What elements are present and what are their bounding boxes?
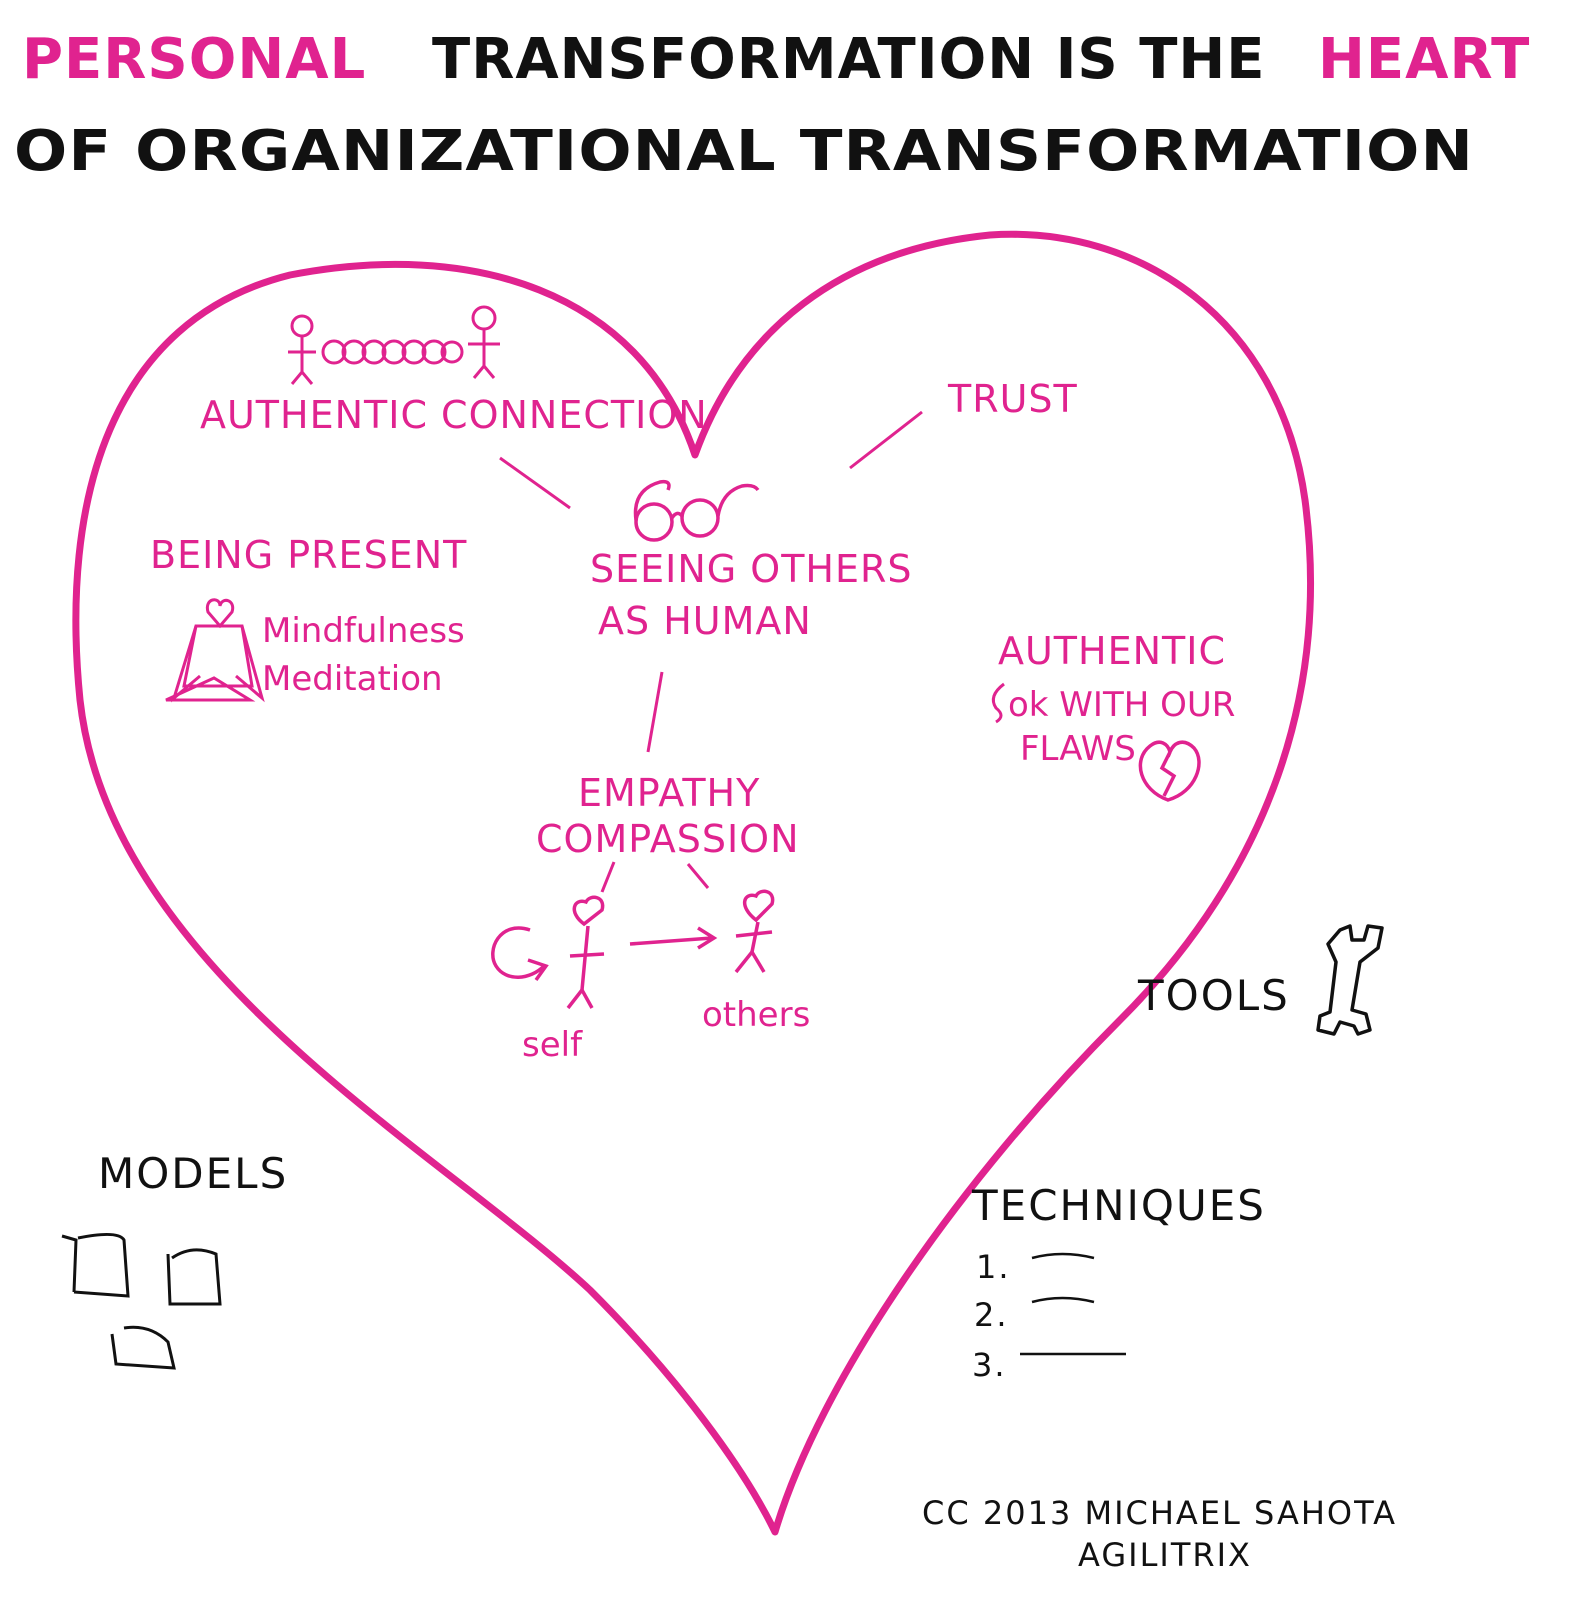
- title-personal: PERSONAL: [22, 27, 366, 92]
- glasses-icon: [633, 479, 760, 542]
- technique-item-2: 2.: [974, 1296, 1009, 1334]
- title-line2: OF ORGANIZATIONAL TRANSFORMATION: [14, 119, 1474, 184]
- others-label: others: [702, 995, 810, 1035]
- models-label: MODELS: [98, 1149, 288, 1198]
- authentic-label: AUTHENTIC: [998, 629, 1226, 673]
- empathy-label: EMPATHY: [578, 771, 760, 815]
- self-loop-arrow: [491, 926, 549, 982]
- credit-line1: CC 2013 MICHAEL SAHOTA: [922, 1494, 1397, 1532]
- ok-with-our-label: ok WITH OUR: [1008, 685, 1235, 725]
- being-present-label: BEING PRESENT: [150, 533, 467, 577]
- seeing-others-label: SEEING OTHERS: [590, 547, 913, 591]
- technique-item-1: 1.: [976, 1248, 1011, 1286]
- self-label: self: [522, 1025, 583, 1065]
- meditation-label: Meditation: [262, 659, 443, 699]
- wrench-icon: [1316, 924, 1384, 1036]
- authentic-connection-label: AUTHENTIC CONNECTION: [200, 393, 708, 437]
- meditating-person-icon: [165, 598, 265, 703]
- model-box-icon: [61, 1233, 222, 1370]
- flaws-label: FLAWS: [1020, 729, 1136, 769]
- mindfulness-label: Mindfulness: [262, 611, 465, 651]
- as-human-label: AS HUMAN: [598, 599, 812, 643]
- others-person-icon: [734, 889, 775, 974]
- couple-connection-icon: [288, 305, 500, 385]
- title: PERSONAL TRANSFORMATION IS THE HEART OF …: [14, 27, 1530, 184]
- tools-label: TOOLS: [1137, 971, 1290, 1020]
- technique-item-3: 3.: [972, 1346, 1007, 1384]
- connector-lines: [499, 410, 923, 893]
- self-person-icon: [566, 895, 605, 1010]
- title-middle: TRANSFORMATION IS THE: [432, 27, 1266, 92]
- ok-bracket: [991, 682, 1005, 724]
- techniques-list: 1. 2. 3.: [972, 1248, 1126, 1384]
- arrow-self-to-others: [629, 926, 718, 950]
- compassion-label: COMPASSION: [536, 817, 800, 861]
- techniques-label: TECHNIQUES: [971, 1181, 1266, 1230]
- trust-label: TRUST: [947, 377, 1078, 421]
- credit-line2: AGILITRIX: [1078, 1536, 1252, 1574]
- broken-heart-icon: [1138, 740, 1201, 802]
- heart-outline: [72, 230, 1314, 1536]
- title-heart: HEART: [1318, 27, 1530, 92]
